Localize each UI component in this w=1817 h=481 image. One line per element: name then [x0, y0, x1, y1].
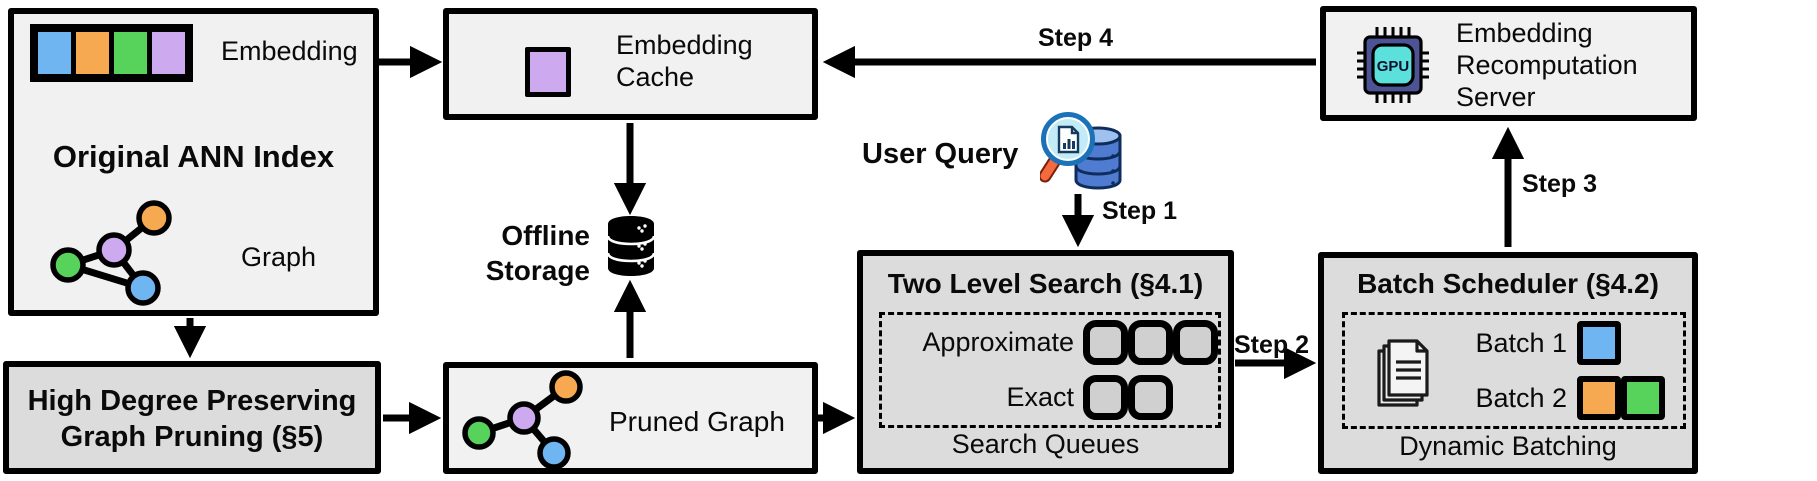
embedding-cache-label: Embedding Cache [616, 30, 753, 92]
queue-slot [1083, 375, 1128, 420]
batch-2-label: Batch 2 [1475, 382, 1567, 413]
original-ann-index-box: Embedding Original ANN Index Graph [8, 8, 379, 316]
step-3-label: Step 3 [1522, 170, 1598, 198]
dynamic-batching-panel: Batch 1 Batch 2 [1342, 312, 1686, 429]
documents-icon [1377, 339, 1429, 407]
batch-2-swatch-green [1621, 376, 1665, 420]
queue-slot [1128, 375, 1173, 420]
offline-storage-label: Offline Storage [485, 220, 590, 286]
gpu-chip-text: GPU [1377, 58, 1410, 75]
queue-slot [1083, 320, 1128, 365]
original-ann-index-title: Original ANN Index [52, 139, 335, 174]
pruned-graph-box: Pruned Graph [443, 362, 818, 474]
step-2-label: Step 2 [1234, 331, 1310, 359]
approximate-queue-row: Approximate [882, 320, 1218, 365]
queue-slot [1128, 320, 1173, 365]
embedding-swatch-row [30, 24, 193, 82]
graph-icon [50, 200, 172, 306]
queue-slot [1173, 320, 1218, 365]
two-level-search-box: Two Level Search (§4.1) Approximate Exac… [857, 250, 1234, 474]
database-icon [606, 216, 656, 276]
batch-1-row: Batch 1 [1427, 321, 1621, 365]
embedding-cache-box: Embedding Cache [443, 8, 818, 120]
step-4-label: Step 4 [1038, 24, 1114, 52]
two-level-search-title: Two Level Search (§4.1) [887, 268, 1204, 299]
embedding-label: Embedding [221, 36, 358, 66]
step-1-label: Step 1 [1102, 197, 1178, 225]
graph-label: Graph [241, 242, 317, 272]
magnifier-database-icon [1040, 112, 1122, 190]
pruned-graph-icon [462, 370, 583, 470]
embedding-swatch-orange [71, 27, 114, 79]
embedding-swatch-purple [147, 27, 190, 79]
recomputation-server-label: Embedding Recomputation Server [1456, 18, 1638, 112]
recomputation-server-box: GPU Embedding Recomputation Server [1320, 6, 1697, 121]
embedding-swatch-green [109, 27, 152, 79]
batch-2-row: Batch 2 [1427, 376, 1665, 420]
embedding-swatch-blue [33, 27, 76, 79]
search-queues-panel: Approximate Exact [879, 312, 1221, 428]
approximate-label: Approximate [922, 327, 1074, 357]
pruned-graph-label: Pruned Graph [609, 406, 785, 437]
batch-2-swatch-orange [1577, 376, 1621, 420]
gpu-chip-icon: GPU [1357, 27, 1429, 103]
batch-1-swatch-blue [1577, 321, 1621, 365]
search-queues-label: Search Queues [951, 429, 1140, 459]
batch-scheduler-box: Batch Scheduler (§4.2) Batch 1 [1318, 252, 1698, 474]
user-query-label: User Query [862, 138, 1019, 170]
cached-embedding-swatch [525, 47, 571, 97]
exact-label: Exact [1006, 382, 1074, 412]
dynamic-batching-label: Dynamic Batching [1399, 431, 1617, 461]
high-degree-pruning-label: High Degree Preserving Graph Pruning (§5… [27, 385, 357, 454]
exact-queue-row: Exact [882, 375, 1218, 420]
high-degree-pruning-box: High Degree Preserving Graph Pruning (§5… [3, 361, 381, 474]
batch-1-label: Batch 1 [1475, 327, 1567, 358]
batch-scheduler-title: Batch Scheduler (§4.2) [1357, 268, 1659, 299]
